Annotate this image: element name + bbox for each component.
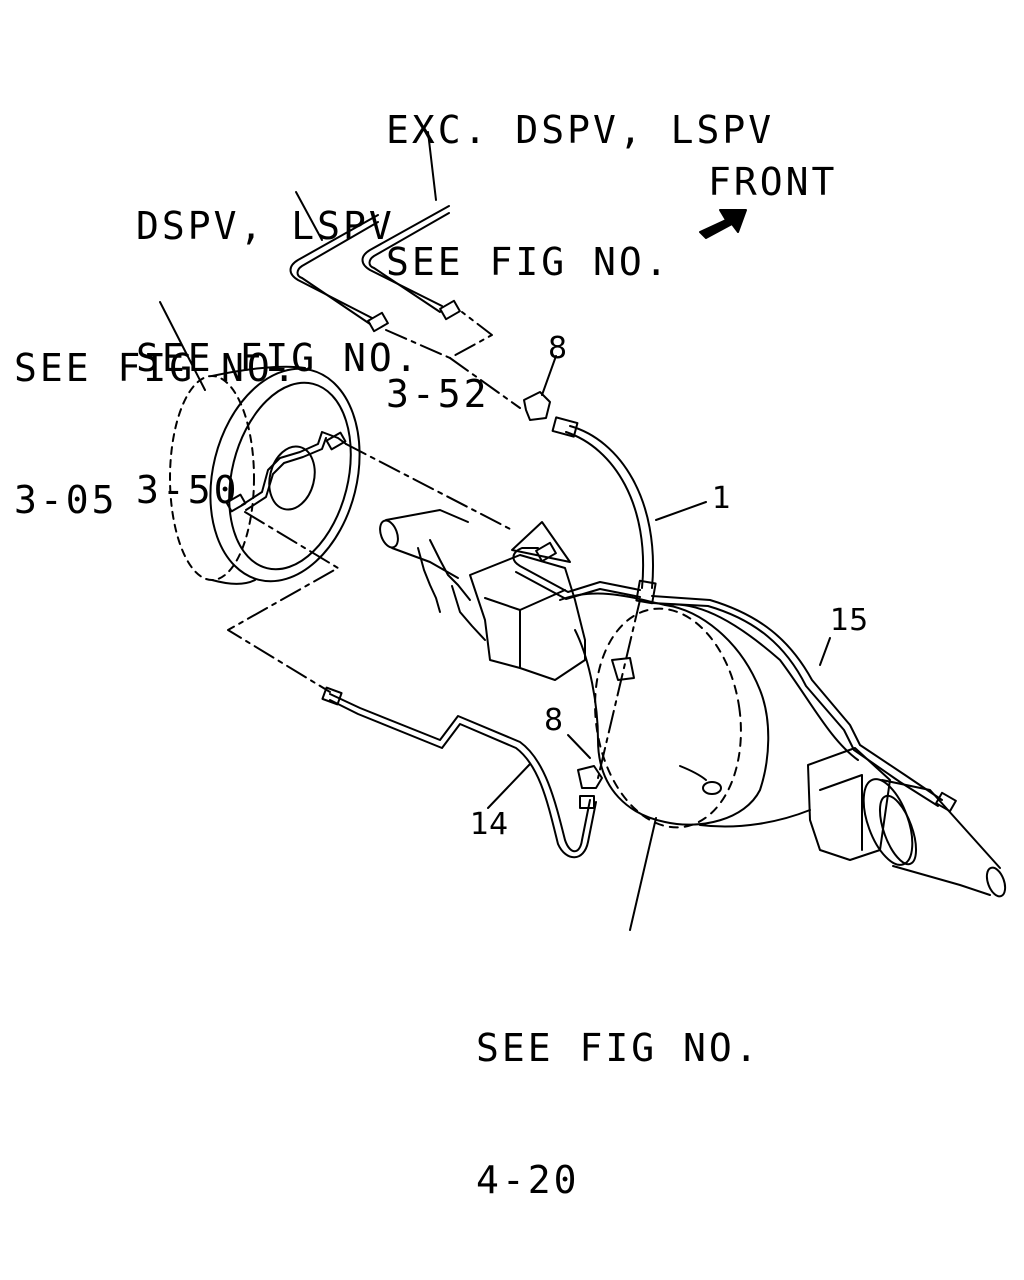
front-arrow-icon (699, 209, 747, 239)
ref-drum-line1: SEE FIG NO. (14, 346, 299, 390)
ref-label-axle: SEE FIG NO. 4-20 (476, 928, 761, 1280)
ref-dspv-line1: DSPV, LSPV (136, 204, 395, 248)
pipe-drum-link (511, 521, 641, 600)
callout-clip-lower: 8 (544, 703, 564, 738)
callout-pipe-left: 14 (470, 807, 509, 842)
brake-drum (169, 365, 361, 585)
ref-label-drum: SEE FIG NO. 3-05 (14, 248, 299, 620)
ref-label-exc-dspv: EXC. DSPV, LSPV SEE FIG NO. 3-52 (386, 10, 774, 514)
ref-drum-line2: 3-05 (14, 478, 118, 522)
ref-exc-line3: 3-52 (386, 372, 490, 416)
pipe-14 (321, 686, 603, 859)
pipe-15 (651, 595, 957, 813)
ref-dspv-line2: SEE FIG NO. (136, 336, 421, 380)
ref-label-dspv: DSPV, LSPV SEE FIG NO. 3-50 (136, 106, 421, 610)
flex-hose (523, 391, 657, 779)
ref-exc-line1: EXC. DSPV, LSPV (386, 108, 775, 152)
ref-axle-line2: 4-20 (476, 1158, 580, 1202)
ref-exc-line2: SEE FIG NO. (386, 240, 671, 284)
front-label: FRONT (708, 160, 838, 204)
axle-housing (379, 509, 1007, 898)
ref-axle-line1: SEE FIG NO. (476, 1026, 761, 1070)
leader-lines (159, 131, 831, 931)
ref-dspv-line3: 3-50 (136, 468, 240, 512)
callout-pipe-right: 15 (830, 603, 869, 638)
upper-ref-pipes (227, 205, 521, 693)
callout-clip-upper: 8 (548, 331, 568, 366)
callout-hose: 1 (712, 481, 732, 516)
